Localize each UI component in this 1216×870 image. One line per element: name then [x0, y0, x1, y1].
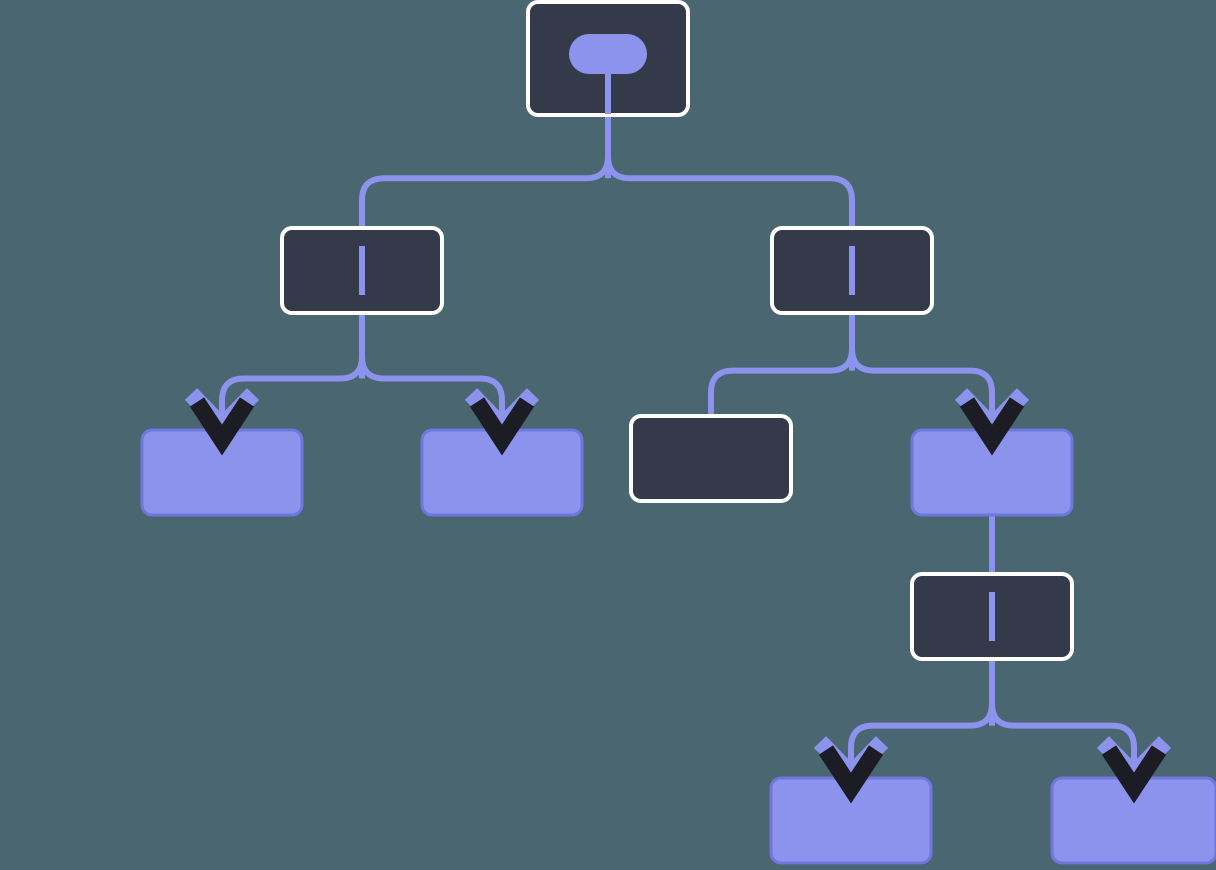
edge-layer [219, 115, 1137, 778]
node-n2[interactable] [770, 226, 934, 315]
arrowhead-n4 [464, 388, 540, 456]
edge-e0 [359, 115, 611, 228]
node-n0[interactable] [526, 0, 690, 117]
edge-e4 [708, 313, 855, 416]
arrowhead-n9 [1096, 736, 1172, 804]
arrowhead-front-chevron [1101, 745, 1167, 804]
node-n1[interactable] [280, 226, 444, 315]
arrowhead-front-chevron [189, 397, 255, 456]
arrowhead-n3 [184, 388, 260, 456]
pin-head-glyph [569, 34, 647, 74]
arrowhead-n8 [813, 736, 889, 804]
node-n5[interactable] [629, 414, 793, 503]
arrowhead-n6 [954, 388, 1030, 456]
node-n7[interactable] [910, 572, 1074, 661]
arrowhead-layer [184, 388, 1172, 804]
vertical-bar-glyph [989, 592, 995, 641]
vertical-bar-glyph [359, 246, 365, 295]
node-layer [140, 0, 1216, 865]
edge-e1 [605, 115, 855, 228]
arrowhead-front-chevron [959, 397, 1025, 456]
arrowhead-front-chevron [469, 397, 535, 456]
node-box-dark[interactable] [629, 414, 793, 503]
vertical-bar-glyph [849, 246, 855, 295]
arrowhead-front-chevron [818, 745, 884, 804]
pin-stem-glyph [605, 72, 611, 114]
